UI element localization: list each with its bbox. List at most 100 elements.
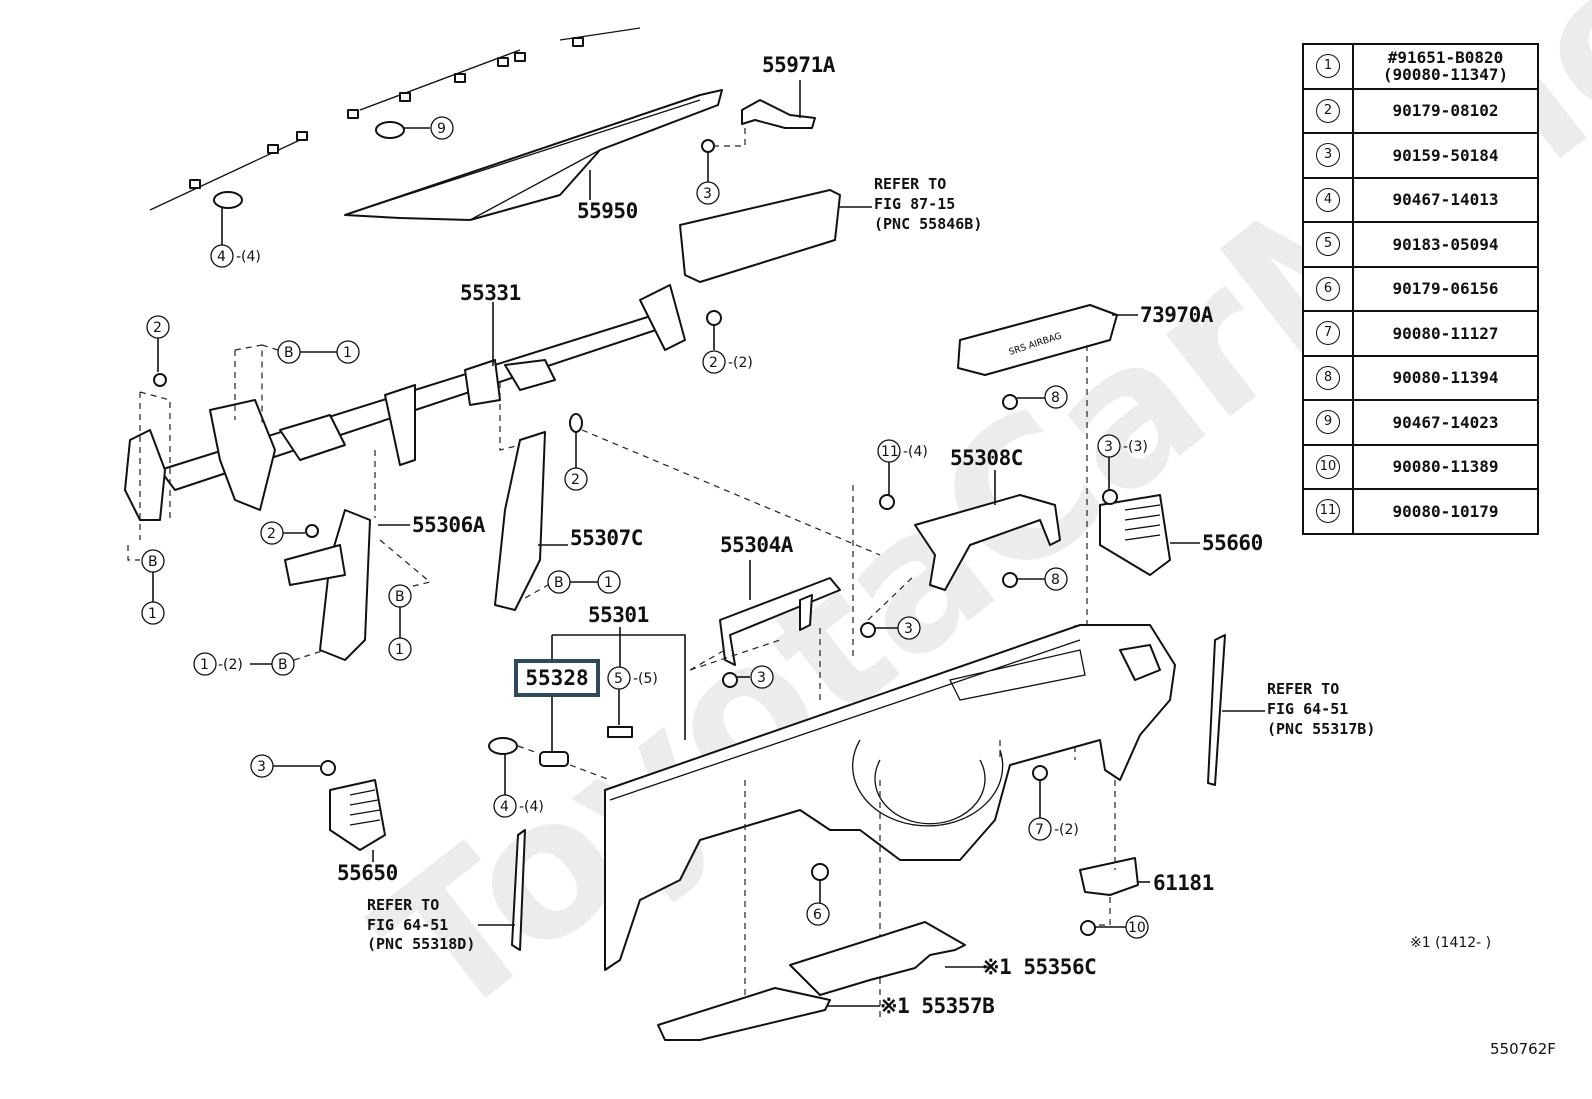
callout-circle: 3	[1316, 143, 1340, 168]
label-55301[interactable]: 55301	[588, 603, 649, 627]
refer-note-upper[interactable]: REFER TO FIG 87-15 (PNC 55846B)	[679, 175, 982, 283]
label-55307C: 55307C	[570, 526, 643, 550]
part-55357B-silencer[interactable]: ※1 55357B	[657, 987, 995, 1041]
callout-3-bracket-low[interactable]: 3	[722, 665, 774, 689]
svg-text:-(4): -(4)	[236, 249, 261, 265]
clip-icon	[213, 191, 243, 209]
label-55971A: 55971A	[762, 53, 836, 77]
callout-9[interactable]: 9	[375, 116, 454, 140]
highlighted-part-55328[interactable]: 55328	[514, 659, 600, 697]
callout-3-bracket-right[interactable]: 3	[852, 485, 921, 660]
svg-text:8: 8	[1051, 390, 1060, 406]
legend-part-number: 90179-06156	[1352, 265, 1539, 312]
svg-text:3: 3	[703, 186, 712, 202]
legend-row: 7 90080-11127	[1302, 310, 1539, 357]
svg-text:1: 1	[343, 345, 352, 361]
part-55307C-brace[interactable]: 55307C	[494, 382, 881, 611]
svg-text:(PNC 55846B): (PNC 55846B)	[874, 215, 982, 233]
part-55304A-bracket[interactable]: 55304A	[689, 533, 841, 700]
label-55331: 55331	[460, 281, 521, 305]
part-55306A-brace[interactable]: 55306A	[284, 450, 486, 661]
bolt-icon	[1080, 920, 1096, 936]
svg-text:-(2): -(2)	[1054, 822, 1079, 838]
callout-8-airbag[interactable]: 8	[1002, 385, 1068, 410]
part-55660-vent[interactable]: 55660	[1099, 494, 1263, 576]
legend-alt-part-number: (90080-11347)	[1382, 65, 1509, 85]
callout-6[interactable]: 6	[806, 863, 830, 926]
legend-part-number: 90080-10179	[1352, 488, 1539, 535]
screw-icon	[701, 139, 715, 153]
callout-3-vent[interactable]: 3 -(3)	[1097, 434, 1148, 505]
callout-2-brace[interactable]: 2	[260, 521, 319, 545]
callout-10[interactable]: 10	[1080, 915, 1149, 939]
callout-circle: 4	[1316, 187, 1340, 212]
label-55950: 55950	[577, 199, 638, 223]
legend-part-number: 90080-11127	[1352, 310, 1539, 357]
svg-text:1: 1	[395, 642, 404, 658]
label-55660: 55660	[1202, 531, 1263, 555]
svg-text:3: 3	[757, 670, 766, 686]
legend-part-number: 90467-14013	[1352, 176, 1539, 223]
part-61181-bracket[interactable]: 61181	[1079, 780, 1214, 926]
windshield-clips	[189, 37, 584, 189]
callout-B-1-top[interactable]: B 1	[277, 340, 360, 364]
part-73970A-airbag[interactable]: SRS AIRBAG 73970A	[957, 303, 1214, 760]
callout-3-vent-left[interactable]: 3	[250, 754, 336, 778]
callout-5[interactable]: 5 -(5)	[607, 666, 658, 738]
legend-part-number: #91651-B0820	[1387, 48, 1504, 68]
callout-B-1-mid[interactable]: B 1	[524, 570, 621, 599]
label-55304A: 55304A	[720, 533, 794, 557]
svg-text:FIG 87-15: FIG 87-15	[874, 195, 955, 213]
callout-B-1-left[interactable]: B 1	[141, 549, 165, 625]
screw-icon	[1102, 489, 1118, 505]
svg-text:-(2): -(2)	[218, 657, 243, 673]
part-55950-defroster-nozzle[interactable]: 55950	[344, 89, 723, 223]
callout-4-bottom[interactable]: 4 -(4)	[488, 737, 544, 818]
bolt-icon	[879, 494, 895, 510]
svg-text:FIG 64-51: FIG 64-51	[1267, 700, 1348, 718]
callout-4-top[interactable]: 4 -(4)	[210, 191, 261, 268]
part-55971A-duct[interactable]: 55971A 3	[696, 53, 836, 205]
part-55328-pin[interactable]	[539, 751, 611, 781]
legend-part-number: 90179-08102	[1352, 87, 1539, 134]
screw-icon	[1032, 765, 1048, 781]
callout-circle: 7	[1316, 321, 1340, 346]
callout-circle: 10	[1316, 454, 1340, 479]
svg-text:REFER TO: REFER TO	[367, 896, 439, 914]
part-55650-vent[interactable]: 55650	[329, 779, 398, 885]
part-55356C-silencer[interactable]: ※1 55356C	[789, 921, 1097, 996]
nut-icon	[706, 310, 722, 326]
svg-text:2: 2	[153, 320, 162, 336]
svg-text:B: B	[395, 589, 405, 605]
part-55331-reinforcement[interactable]: 55331	[124, 281, 686, 521]
svg-text:6: 6	[813, 907, 822, 923]
refer-note-right[interactable]: REFER TO FIG 64-51 (PNC 55317B)	[1207, 634, 1375, 786]
callout-11[interactable]: 11 -(4)	[877, 439, 928, 510]
callout-2-mid[interactable]: 2	[564, 413, 588, 491]
svg-text:REFER TO: REFER TO	[874, 175, 946, 193]
callout-8-bracket[interactable]: 8	[1002, 567, 1068, 591]
clip-icon	[569, 413, 583, 433]
guide-lines-bracket	[234, 344, 279, 425]
date-range-note: ※1 (1412- )	[1410, 935, 1492, 951]
svg-text:10: 10	[1128, 920, 1146, 936]
callout-1-2-B[interactable]: 1 -(2) B	[193, 649, 326, 676]
callout-7[interactable]: 7 -(2)	[1028, 765, 1079, 841]
clip-icon	[607, 726, 633, 738]
part-55308C-bracket[interactable]: 55308C	[914, 446, 1061, 591]
svg-text:-(3): -(3)	[1123, 439, 1148, 455]
refer-note-left[interactable]: REFER TO FIG 64-51 (PNC 55318D)	[367, 829, 526, 953]
callout-2-upper[interactable]: 2 -(2)	[702, 310, 753, 374]
callout-2-left[interactable]: 2	[146, 315, 170, 387]
svg-text:B: B	[284, 345, 294, 361]
callout-B-1-brace[interactable]: B 1	[388, 584, 412, 661]
guide-lines-left	[127, 391, 171, 561]
label-55308C: 55308C	[950, 446, 1023, 470]
svg-text:B: B	[278, 657, 288, 673]
part-55301-instrument-panel[interactable]	[604, 624, 1176, 1030]
svg-text:11: 11	[881, 444, 899, 460]
screw-icon	[860, 622, 876, 638]
